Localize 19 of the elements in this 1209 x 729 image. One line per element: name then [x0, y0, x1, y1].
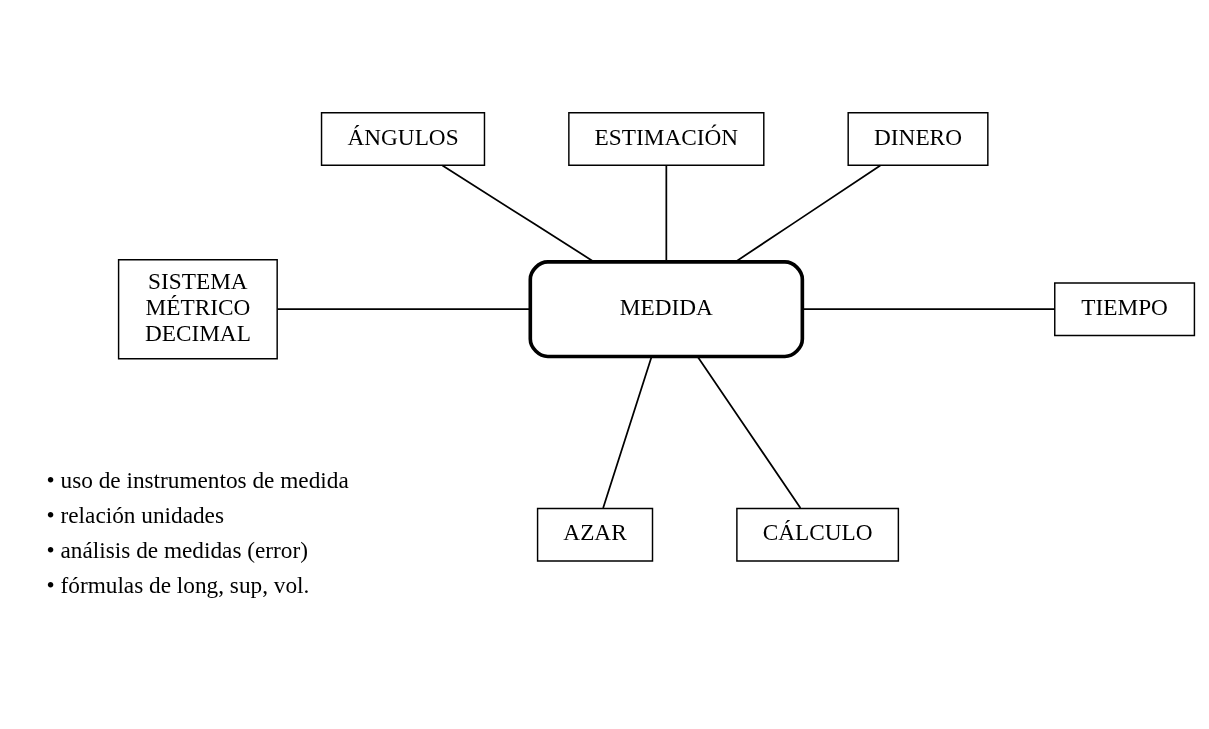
- node-box: CÁLCULO: [736, 507, 900, 562]
- connector: [276, 308, 531, 311]
- node-box: SISTEMA MÉTRICO DECIMAL: [117, 259, 278, 360]
- label: • relación unidades: [46, 501, 224, 528]
- node-box: ESTIMACIÓN: [568, 112, 765, 166]
- connector: [734, 164, 882, 263]
- connector: [441, 164, 595, 263]
- node-box: TIEMPO: [1054, 282, 1196, 337]
- node-box: ÁNGULOS: [320, 112, 486, 166]
- connector: [602, 355, 653, 509]
- node-box: AZAR: [536, 507, 654, 562]
- connector: [801, 308, 1056, 311]
- connector: [696, 355, 802, 509]
- node-box: MEDIDA: [528, 260, 805, 359]
- node-box: DINERO: [847, 112, 989, 166]
- connector: [665, 165, 668, 263]
- label: • análisis de medidas (error): [46, 536, 308, 563]
- label: • fórmulas de long, sup, vol.: [46, 571, 310, 598]
- label: • uso de instrumentos de medida: [46, 466, 349, 493]
